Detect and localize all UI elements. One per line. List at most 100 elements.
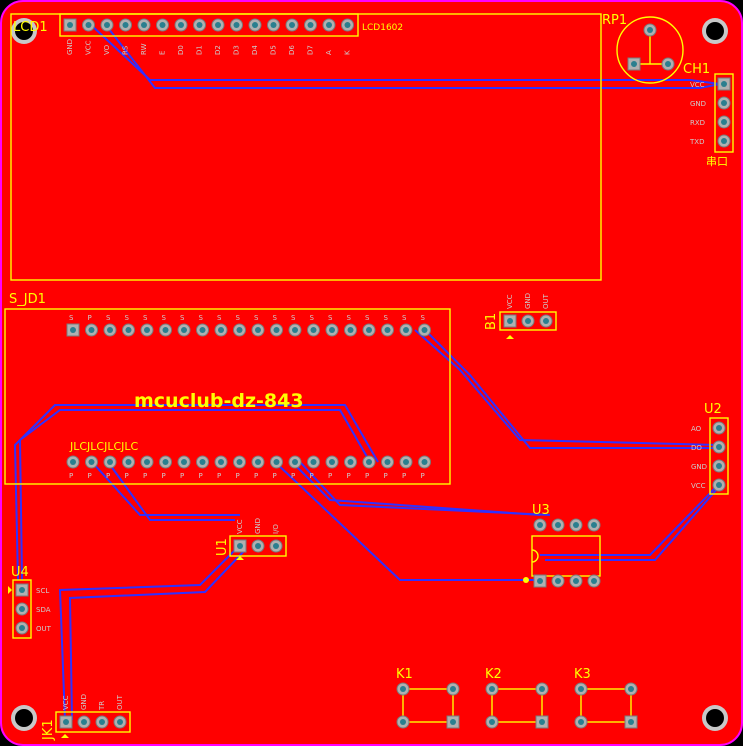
s-jd1-top-pin-label-11: S (254, 314, 259, 322)
k2-ref: K2 (485, 667, 502, 682)
u1-pad-3 (269, 539, 283, 553)
jk1-pad-1 (59, 715, 73, 729)
s-jd1-bottom-pad-18 (381, 455, 394, 469)
btn-k3-pad-4 (624, 715, 638, 729)
lcd1-pin-label-8: D1 (196, 45, 204, 55)
k3-ref: K3 (574, 667, 591, 682)
u1-ref: U1 (215, 538, 230, 556)
ch1-pin-label-4: TXD (689, 138, 704, 146)
lcd1-pad-7 (174, 18, 188, 32)
s-jd1-top-pin-label-1: S (69, 314, 74, 322)
lcd1-pad-11 (248, 18, 262, 32)
s-jd1-bottom-pad-16 (344, 455, 357, 469)
s-jd1-bottom-pad-9 (214, 455, 228, 469)
s-jd1-top-pad-12 (270, 323, 283, 337)
s-jd1-bottom-pin-label-7: P (180, 472, 184, 480)
btn-k1-pad-4 (446, 715, 460, 729)
u4-pin-label-3: OUT (36, 625, 52, 633)
u3-top-pad-3 (569, 518, 583, 532)
s-jd1-bottom-pad-15 (325, 455, 339, 469)
lcd1-pad-6 (156, 18, 169, 32)
s-jd1-bottom-pin-label-4: P (125, 472, 129, 480)
rp1-ref: RP1 (602, 13, 627, 28)
s-jd1-bottom-pin-label-19: P (402, 472, 406, 480)
jk1-pin-label-3: TR (98, 701, 106, 711)
lcd1-pin-label-16: K (344, 50, 352, 55)
s-jd1-top-pad-16 (344, 323, 357, 337)
btn-k3-pad-3 (574, 715, 588, 729)
s-jd1-top-pin-label-17: S (365, 314, 370, 322)
s-jd1-top-pad-9 (214, 323, 228, 337)
lcd1-pin-label-5: RW (140, 43, 148, 55)
u3-top-pad-2 (551, 518, 565, 532)
s-jd1-bottom-pin-label-14: P (310, 472, 314, 480)
lcd1-pad-1 (63, 18, 77, 32)
s-jd1-top-pin-label-18: S (384, 314, 389, 322)
lcd1-pad-12 (267, 18, 280, 32)
lcd1-pad-5 (137, 18, 151, 32)
s-jd1-top-pad-10 (233, 323, 246, 337)
btn-k1-pad-1 (396, 682, 410, 696)
b1-pin-label-2: GND (524, 293, 532, 309)
jk1-pin-label-1: VCC (62, 695, 70, 710)
s-jd1-top-pad-3 (103, 323, 117, 337)
u2-pin-label-2: DO (691, 444, 702, 452)
u2-pin-label-4: VCC (691, 482, 706, 490)
btn-k3-outline (580, 688, 632, 723)
s-jd1-top-pin-label-3: S (106, 314, 111, 322)
s-jd1-bottom-pad-4 (122, 455, 135, 469)
u2-pin-label-3: GND (691, 463, 707, 471)
btn-k2-pad-1 (485, 682, 499, 696)
u2-pins: AO DO GND VCC (691, 421, 726, 492)
s-jd1-top-pad-11 (251, 323, 265, 337)
mounting-holes (11, 18, 728, 731)
s-jd1-top-pin-label-20: S (421, 314, 426, 322)
s-jd1-top-pin-label-7: S (180, 314, 185, 322)
u1-pad-1 (233, 539, 247, 553)
s-jd1-top-pad-17 (362, 323, 376, 337)
s-jd1-bottom-pin-label-20: P (421, 472, 425, 480)
k1-ref: K1 (396, 667, 413, 682)
b1-pin-label-3: OUT (542, 293, 550, 309)
ch1-pad-3 (717, 115, 731, 129)
lcd1-pad-9 (211, 18, 225, 32)
u1-pin-label-1: VCC (236, 519, 244, 534)
btn-k1-pad-2 (446, 682, 460, 696)
jk1-pad-4 (113, 715, 127, 729)
s-jd1-bottom-pin-label-16: P (347, 472, 351, 480)
s-jd1-top-pad-6 (159, 323, 172, 337)
u3-top-pad-4 (587, 518, 601, 532)
s-jd1-top-pin-label-9: S (217, 314, 222, 322)
traces (13, 23, 721, 721)
s-jd1-bottom-pin-label-8: P (199, 472, 203, 480)
s-jd1-bottom-pad-10 (233, 455, 246, 469)
u2-pin-label-1: AO (691, 425, 702, 433)
u3-footprint: U3 (523, 503, 601, 588)
lcd1-pin-label-14: D7 (307, 45, 315, 55)
u4-pin-label-1: SCL (36, 587, 49, 595)
jk1-pad-3 (95, 715, 109, 729)
u3-bottom-pad-3 (569, 574, 583, 588)
s-jd1-bottom-pad-7 (177, 455, 191, 469)
u4-pad-3 (15, 621, 29, 635)
s-jd1-bottom-pad-3 (103, 455, 117, 469)
lcd1-pin-label-12: D5 (270, 45, 278, 55)
ch1-pad-4 (717, 134, 731, 148)
s-jd1-bottom-pad-11 (251, 455, 265, 469)
s-jd1-bottom-pin-label-2: P (88, 472, 92, 480)
btn-k1-outline (402, 688, 454, 723)
s-jd1-top-pad-1 (66, 323, 80, 337)
lcd1-pad-2 (82, 18, 95, 32)
jk1-pin-label-4: OUT (116, 694, 124, 710)
lcd1-pin-label-6: E (159, 51, 167, 55)
u2-pad-3 (712, 459, 726, 473)
lcd1-pin-label-1: GND (66, 39, 74, 55)
s-jd1-bottom-pin-label-13: P (291, 472, 295, 480)
